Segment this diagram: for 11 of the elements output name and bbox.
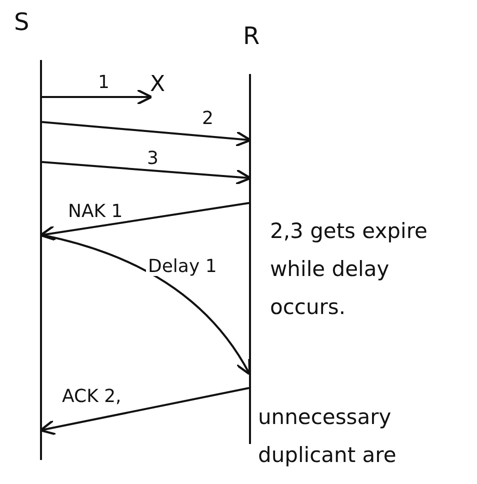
lifeline-label: R <box>243 24 260 48</box>
note-text: unnecessary duplicant are <box>258 404 398 469</box>
lifeline <box>14 10 42 460</box>
arrow <box>42 88 153 106</box>
arrow <box>40 202 250 242</box>
arrow <box>42 121 252 147</box>
note-text: 2,3 gets expire while delay occurs. <box>270 218 428 321</box>
arrow <box>40 387 250 436</box>
arrow <box>42 161 252 186</box>
lost-mark: X <box>150 72 168 98</box>
lifeline-label: S <box>14 10 30 34</box>
